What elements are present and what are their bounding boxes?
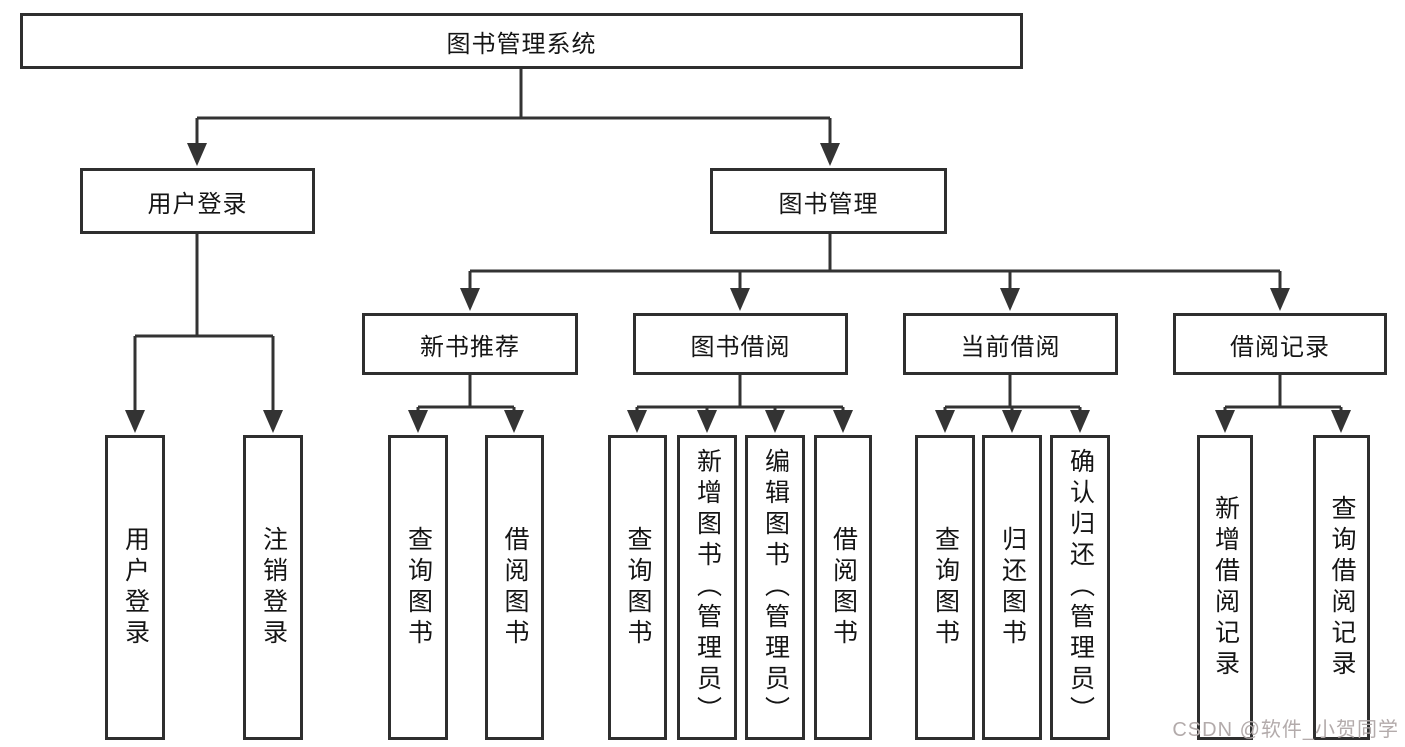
node-book-borrow: 图书借阅 — [633, 313, 848, 375]
leaf-user-login: 用户登录 — [105, 435, 165, 740]
leaf-nb-query-books: 查询图书 — [388, 435, 448, 740]
leaf-br-add-borrow-record: 新增借阅记录 — [1197, 435, 1253, 740]
connector-user-login-to-leaves — [125, 233, 283, 433]
connector-current-borrow-to-leaves — [935, 375, 1090, 433]
connector-book-borrow-to-leaves — [627, 375, 853, 433]
leaf-bb-query-books: 查询图书 — [608, 435, 667, 740]
node-root: 图书管理系统 — [20, 13, 1023, 69]
node-current-borrow: 当前借阅 — [903, 313, 1118, 375]
connector-root-to-level1 — [187, 69, 840, 166]
leaf-bb-borrow-books: 借阅图书 — [814, 435, 872, 740]
leaf-bb-add-books-admin: 新增图书（管理员） — [677, 435, 737, 740]
connector-book-mgmt-to-level2 — [460, 233, 1290, 311]
leaf-nb-borrow-books: 借阅图书 — [485, 435, 544, 740]
connector-new-books-to-leaves — [408, 375, 524, 433]
leaf-bb-edit-books-admin: 编辑图书（管理员） — [745, 435, 805, 740]
leaf-br-query-borrow-record: 查询借阅记录 — [1313, 435, 1370, 740]
leaf-cb-query-books: 查询图书 — [915, 435, 975, 740]
connector-borrow-records-to-leaves — [1215, 375, 1351, 433]
node-user-login: 用户登录 — [80, 168, 315, 234]
node-new-books: 新书推荐 — [362, 313, 578, 375]
leaf-logout: 注销登录 — [243, 435, 303, 740]
watermark: CSDN @软件_小贺同学 — [1172, 719, 1399, 741]
leaf-cb-return-books: 归还图书 — [982, 435, 1042, 740]
leaf-cb-confirm-return-admin: 确认归还（管理员） — [1050, 435, 1110, 740]
node-book-mgmt: 图书管理 — [710, 168, 947, 234]
node-borrow-records: 借阅记录 — [1173, 313, 1387, 375]
